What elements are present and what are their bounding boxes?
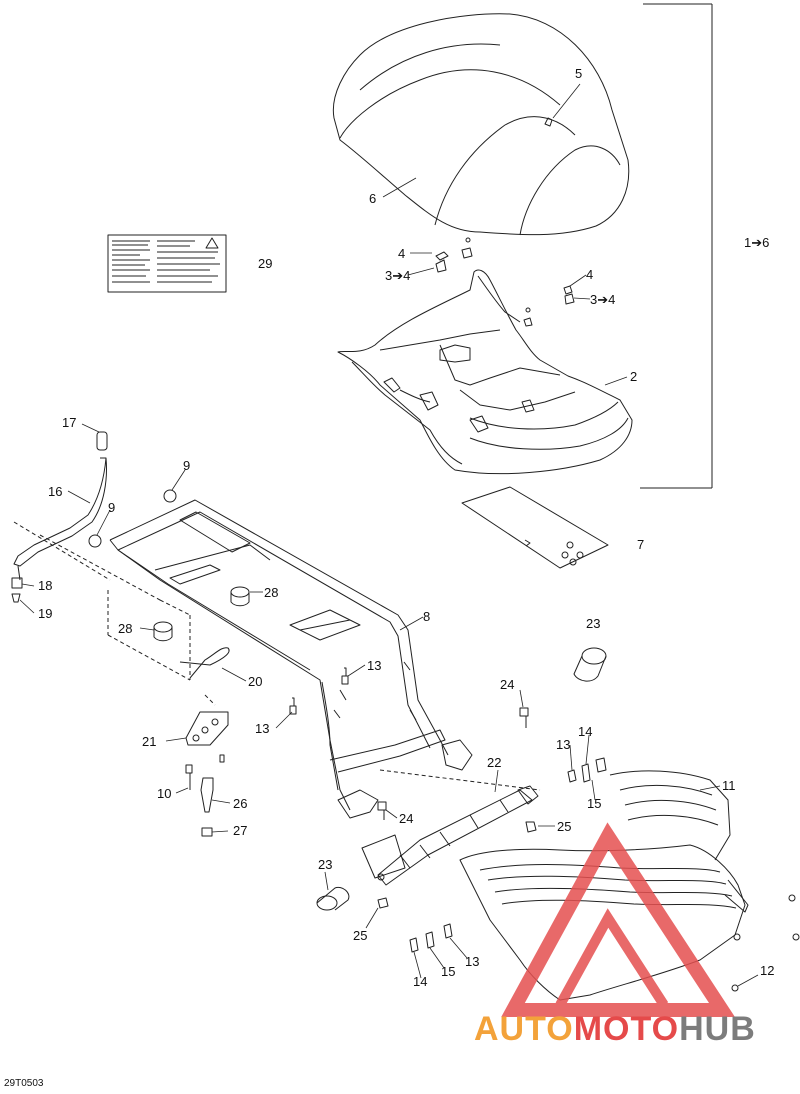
nut-27 [201,827,213,837]
callout-label: 1➔6 [744,235,769,250]
callout-label: 14 [578,724,592,739]
group-bracket-lines [640,3,713,489]
hardware-14-15-upper [567,757,607,783]
seat-base-part [337,269,633,475]
callout-label: 13 [367,658,381,673]
bumper-pads [153,586,250,642]
latch-plate-part [185,711,229,763]
seat-cover-part [332,13,630,236]
callout-label: 27 [233,823,247,838]
spring-clip-part [179,647,230,679]
leader-lines [19,83,759,987]
watermark-wordmark: AUTOMOTOHUB [474,1010,756,1049]
callout-label: 20 [248,674,262,689]
callout-label: 22 [487,755,501,770]
bushing-23-upper [573,647,607,682]
pin-26 [200,777,214,813]
callout-label: 3➔4 [590,292,615,307]
callout-label: 25 [353,928,367,943]
grommet-lower [88,534,102,548]
seat-frame-part [109,499,473,819]
callout-label: 24 [399,811,413,826]
rod-assembly-part [11,431,108,603]
bushing-23-lower [316,886,350,911]
callout-label: 24 [500,677,514,692]
callout-label: 28 [118,621,132,636]
callout-label: 9 [108,500,115,515]
watermark-auto: AUTO [474,1010,574,1048]
grab-bar-part [361,785,539,886]
callout-label: 23 [318,857,332,872]
callout-label: 11 [722,778,736,793]
callout-label: 3➔4 [385,268,410,283]
seat-fasteners [435,237,575,327]
grommet-upper [163,489,177,503]
callout-labels: 5 6 29 1➔6 4 3➔4 4 3➔4 2 17 9 16 9 7 18 … [38,66,774,989]
callout-label: 25 [557,819,571,834]
rear-rack-part [459,770,800,1001]
protective-pad-part [461,486,609,569]
callout-label: 10 [157,786,171,801]
warning-decal-part [107,234,227,293]
callout-label: 7 [637,537,644,552]
callout-label: 17 [62,415,76,430]
callout-label: 8 [423,609,430,624]
callout-label: 28 [264,585,278,600]
diagram-reference-code: 29T0503 [4,1078,44,1089]
callout-label: 5 [575,66,582,81]
watermark-moto: MOTO [573,1010,680,1048]
callout-label: 29 [258,256,272,271]
callout-label: 13 [556,737,570,752]
callout-label: 2 [630,369,637,384]
callout-label: 19 [38,606,52,621]
callout-label: 16 [48,484,62,499]
watermark-logo-triangle [501,822,735,1017]
hardware-14-15-lower [409,923,453,953]
bolt-13-b [289,697,297,715]
callout-label: 26 [233,796,247,811]
callout-label: 12 [760,963,774,978]
callout-label: 15 [587,796,601,811]
callout-label: 6 [369,191,376,206]
nut-25-lower [377,897,389,909]
screw-24-upper [519,707,529,728]
callout-label: 13 [255,721,269,736]
callout-label: 21 [142,734,156,749]
nut-25-upper [525,821,537,833]
callout-label: 13 [465,954,479,969]
callout-label: 15 [441,964,455,979]
reference-dashed-lines [13,521,541,791]
callout-label: 4 [586,267,593,282]
bolt-10 [185,764,193,790]
watermark-hub: HUB [679,1010,756,1048]
callout-label: 9 [183,458,190,473]
callout-label: 4 [398,246,405,261]
callout-label: 14 [413,974,427,989]
callout-label: 23 [586,616,600,631]
callout-label: 18 [38,578,52,593]
bolt-13-a [341,667,349,685]
screw-24-lower [377,801,387,820]
